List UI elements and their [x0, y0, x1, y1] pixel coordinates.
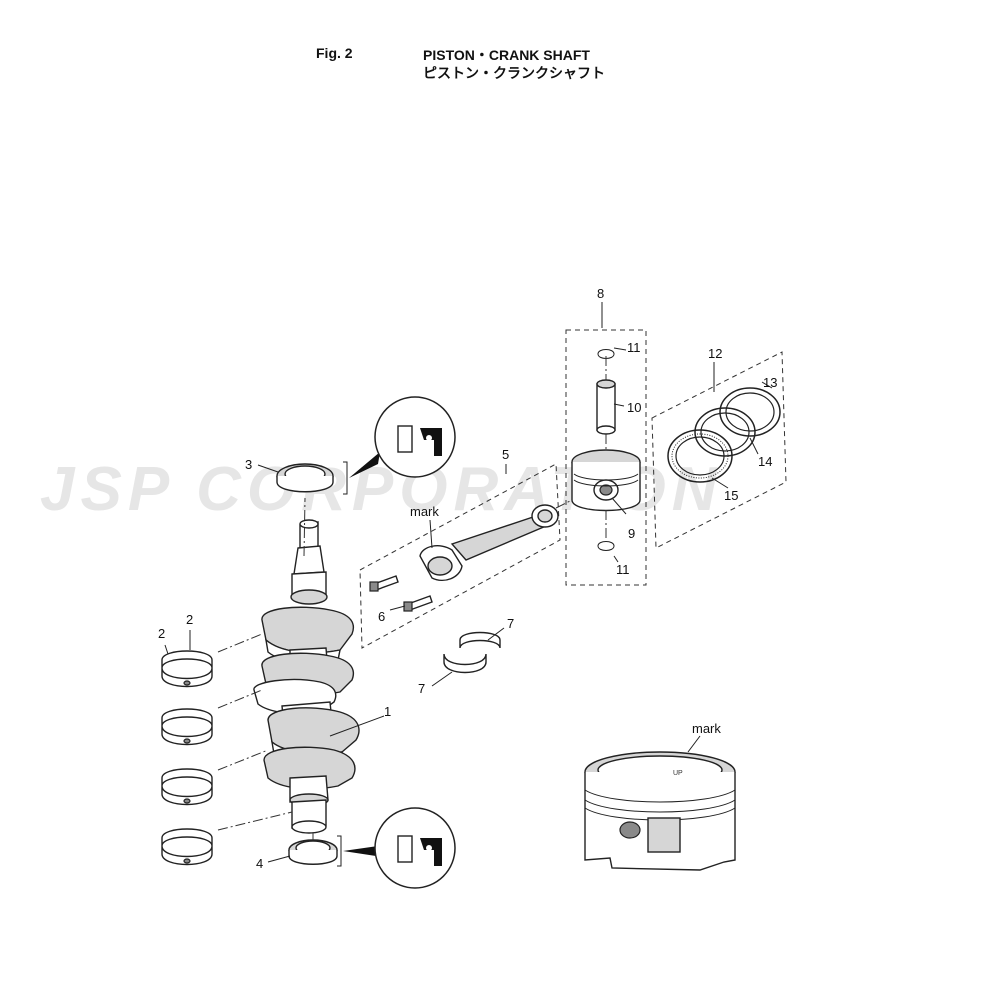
callout-10: 10 [627, 400, 641, 415]
connecting-rod [369, 504, 559, 612]
callout-15: 15 [724, 488, 738, 503]
callout-2-b: 2 [158, 626, 165, 641]
callout-6: 6 [378, 609, 385, 624]
callout-8: 8 [597, 286, 604, 301]
callout-3: 3 [245, 457, 252, 472]
callout-4: 4 [256, 856, 263, 871]
callout-7-b: 7 [418, 681, 425, 696]
main-bearing-1 [161, 650, 213, 688]
circlip-lower [597, 541, 615, 551]
rod-bearing-upper [459, 631, 501, 649]
seal-section-detail-lower [337, 807, 456, 889]
figure-number: Fig. 2 [316, 45, 353, 61]
piston-detail-view: UP [584, 751, 736, 871]
oil-seal-upper [276, 463, 334, 493]
callout-7-a: 7 [507, 616, 514, 631]
callout-mark-piston: mark [692, 721, 721, 736]
callout-labels: 1 2 2 3 4 5 6 7 7 8 9 10 11 11 12 13 14 … [158, 286, 777, 871]
rod-bolt-2 [403, 595, 433, 612]
callout-1: 1 [384, 704, 391, 719]
piston-crown-mark: UP [673, 770, 683, 777]
crankshaft [253, 519, 360, 834]
callout-5: 5 [502, 447, 509, 462]
callout-11-upper: 11 [627, 340, 641, 355]
figure-title-japanese: ピストン・クランクシャフト [423, 65, 605, 81]
callout-9: 9 [628, 526, 635, 541]
second-ring [694, 407, 756, 457]
seal-section-detail-upper [343, 396, 456, 495]
callout-11-lower: 11 [616, 562, 630, 577]
callout-mark-rod: mark [410, 504, 439, 519]
figure-title: PISTON・CRANK SHAFT [423, 47, 590, 63]
circlip-upper [597, 349, 615, 359]
leader-lines [164, 302, 773, 863]
rod-bearing-lower [443, 653, 487, 674]
main-bearing-2 [161, 708, 213, 746]
piston-rings [667, 387, 781, 483]
callout-2-a: 2 [186, 612, 193, 627]
main-bearing-4 [161, 828, 213, 866]
oil-seal-lower [288, 839, 338, 865]
main-bearing-set [161, 650, 213, 866]
piston [571, 449, 641, 512]
assembly-centerlines [217, 356, 607, 840]
rod-bolt-1 [369, 575, 399, 592]
connecting-rod-group-box [359, 463, 561, 649]
main-bearing-3 [161, 768, 213, 806]
callout-12: 12 [708, 346, 722, 361]
callout-13: 13 [763, 375, 777, 390]
callout-14: 14 [758, 454, 772, 469]
top-ring [719, 387, 781, 437]
piston-group-box [565, 329, 647, 586]
piston-pin [596, 379, 616, 435]
